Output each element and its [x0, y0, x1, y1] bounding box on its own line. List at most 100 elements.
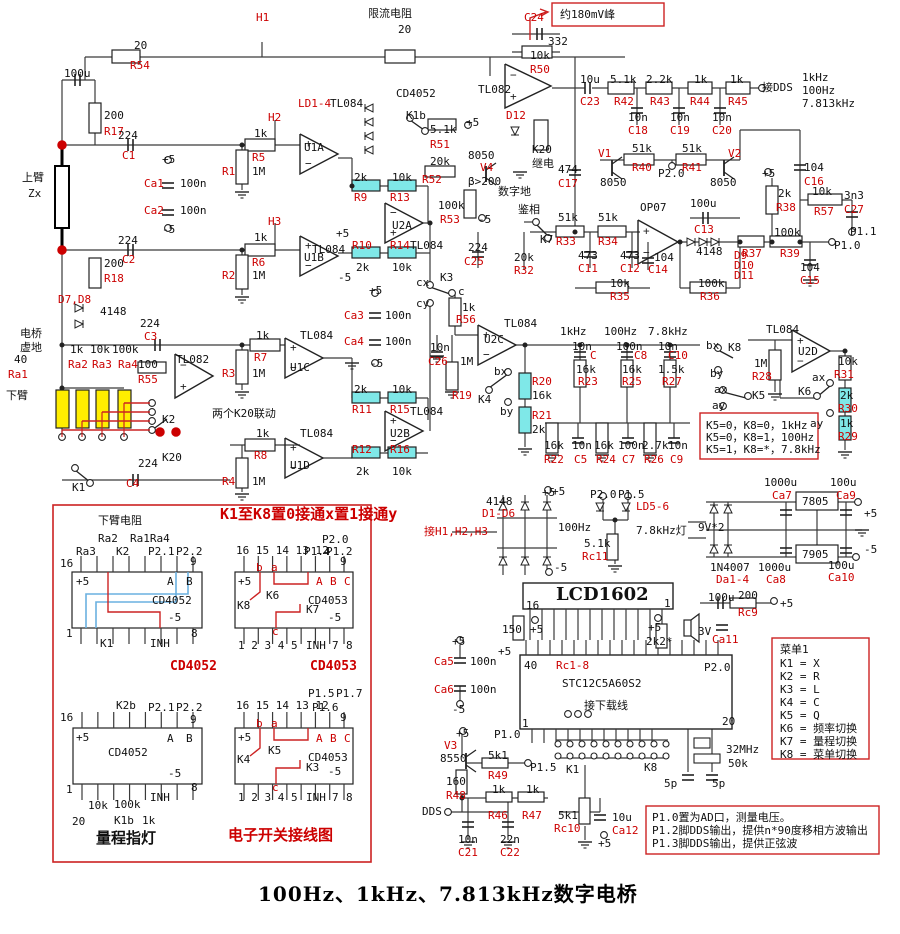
terminal	[714, 366, 722, 374]
label-473: 473	[620, 249, 640, 262]
label-C19: C19	[670, 124, 690, 137]
label-Ca2: Ca2	[144, 204, 164, 217]
label-P21: P2.1	[148, 701, 175, 714]
label-K8: K8	[644, 761, 658, 774]
label-5: +5	[498, 645, 512, 658]
label-R51: R51	[430, 138, 450, 151]
resistor	[448, 297, 462, 327]
terminal	[544, 486, 552, 494]
label-16k: 16k	[532, 389, 552, 402]
opamp-sign: −	[290, 461, 297, 474]
label-5: +5	[369, 284, 383, 297]
label-1: 1	[522, 717, 529, 730]
diode-icon	[520, 555, 530, 566]
label-16k: 16k	[544, 439, 564, 452]
label-4148: 4148	[486, 495, 513, 508]
transistor-icon	[485, 177, 497, 186]
opamp-sign: −	[510, 69, 517, 82]
label-B: B	[186, 732, 193, 745]
label-INH: INH	[150, 791, 170, 804]
label-R21: R21	[532, 409, 552, 422]
label-5: -5	[162, 223, 176, 236]
label-200: β>200	[468, 175, 502, 188]
junction	[239, 247, 245, 253]
opamp-u2c	[477, 324, 518, 367]
button-contact	[578, 752, 586, 760]
opamp-sign: +	[483, 328, 490, 341]
button-contact	[554, 740, 562, 748]
diode-icon	[363, 103, 374, 113]
schematic-title: 100Hz、1kHz、7.813kHz数字电桥	[258, 882, 638, 906]
label-C7: C7	[622, 453, 636, 466]
label-CD4053: CD4053	[308, 594, 348, 607]
opamp-sign: +	[305, 239, 312, 252]
label-R45: R45	[728, 95, 748, 108]
label-5: +5	[762, 167, 776, 180]
label-V1: V1	[598, 147, 612, 160]
label-C8: C8	[634, 349, 648, 362]
label-20: 20	[72, 815, 86, 828]
opamp-op07	[637, 219, 680, 266]
label-5p: 5p	[664, 777, 678, 790]
diode-body	[542, 500, 552, 511]
label-5: -5	[554, 561, 568, 574]
cd4053b-box	[234, 727, 354, 785]
terminal	[668, 162, 676, 170]
label-100u: 100u	[828, 559, 855, 572]
label-150: 150	[502, 623, 522, 636]
label-n3: 限流电阻	[368, 7, 412, 20]
label-K1X: K1 = X	[780, 657, 820, 670]
label-40: 40	[524, 659, 538, 672]
label-2k: 2k	[532, 423, 546, 436]
label-R55: R55	[138, 373, 158, 386]
label-R7: R7	[254, 351, 268, 364]
label-Ca6: Ca6	[434, 683, 454, 696]
label-9: 9	[190, 555, 197, 568]
opamp-sign: +	[797, 334, 804, 347]
label-Ra4: Ra4	[118, 358, 138, 371]
diode-icon	[363, 145, 374, 155]
label-Ca4: Ca4	[344, 335, 364, 348]
label-5: -5	[452, 703, 466, 716]
label-LD14: LD1-4	[298, 97, 332, 110]
red-route	[273, 572, 309, 585]
label-4148: 4148	[696, 245, 723, 258]
label-1k: 1k	[70, 343, 84, 356]
label-104: 104	[800, 261, 820, 274]
label-C9: C9	[670, 453, 684, 466]
label-P22: P2.2	[176, 545, 203, 558]
label-100Hz: 100Hz	[604, 325, 638, 338]
label-R47: R47	[522, 809, 542, 822]
label-R8: R8	[254, 449, 268, 462]
terminal	[371, 359, 379, 367]
label-100Hz: 100Hz	[558, 521, 592, 534]
label-n349: 电子开关接线图	[228, 826, 334, 844]
terminal	[444, 808, 452, 816]
resistor-cyan	[387, 446, 417, 459]
label-K50K81100Hz: K5=0，K8=1，100Hz	[706, 431, 815, 444]
diode-icon	[723, 503, 733, 514]
diode-icon	[710, 237, 721, 247]
diode-icon	[698, 237, 709, 247]
label-K5: K5	[752, 389, 766, 402]
button-contact	[638, 752, 646, 760]
resistor-cyan	[351, 246, 381, 259]
label-TL084: TL084	[410, 239, 444, 252]
label-27k: 2.7k	[642, 439, 669, 452]
label-5: -5	[338, 271, 352, 284]
opamp-u1b	[299, 235, 340, 278]
opamp-sign: −	[797, 354, 804, 367]
label-Ra2: Ra2	[98, 532, 118, 545]
label-b: b	[256, 717, 263, 730]
label-R52: R52	[422, 173, 442, 186]
junction	[427, 220, 433, 226]
label-C22: C22	[500, 846, 520, 859]
label-R19: R19	[452, 389, 472, 402]
label-OP07: OP07	[640, 201, 667, 214]
label-C15: C15	[800, 274, 820, 287]
label-n43: 上臂	[22, 171, 44, 184]
diode-icon	[498, 555, 508, 566]
label-R22: R22	[544, 453, 564, 466]
label-P20: P2.0	[590, 488, 617, 501]
label-c: c	[458, 285, 465, 298]
